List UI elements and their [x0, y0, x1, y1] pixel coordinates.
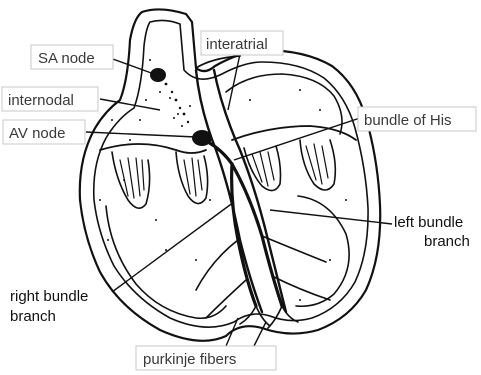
- mitral-valve-leaflet: [244, 146, 281, 191]
- label-av-node-text: AV node: [9, 125, 65, 142]
- label-left-bundle-branch: left bundle branch: [394, 214, 470, 250]
- label-sa-node-text: SA node: [38, 50, 95, 67]
- left-atrium-chamber: [226, 74, 342, 134]
- chordae-left-b: [184, 158, 202, 196]
- leader-interatrial: [228, 54, 240, 110]
- label-left-bundle-line1: left bundle: [394, 214, 463, 231]
- right-atrioventricular-wall: [100, 144, 206, 153]
- leader-sa-node: [110, 58, 154, 74]
- label-right-bundle-branch: right bundle branch: [10, 288, 88, 325]
- label-sa-node: SA node: [31, 45, 113, 69]
- left-atrioventricular-wall: [232, 126, 356, 140]
- label-interatrial: interatrial: [201, 31, 283, 55]
- label-right-bundle-line2: branch: [10, 308, 56, 325]
- sa-node: [150, 68, 166, 82]
- leader-bundle-of-his: [234, 118, 360, 160]
- label-right-bundle-line1: right bundle: [10, 288, 88, 305]
- label-av-node: AV node: [3, 120, 85, 144]
- internodal-pathway-dots: [99, 59, 347, 301]
- chordae-right-a: [252, 152, 274, 186]
- label-interatrial-text: interatrial: [206, 36, 268, 53]
- leader-av-node: [86, 132, 196, 137]
- label-purkinje-fibers: purkinje fibers: [136, 346, 276, 370]
- label-internodal-text: internodal: [8, 92, 74, 109]
- label-internodal: internodal: [2, 87, 98, 111]
- right-ventricle-chamber: [106, 206, 226, 318]
- label-bundle-of-his-text: bundle of His: [364, 112, 452, 129]
- label-purkinje-fibers-text: purkinje fibers: [143, 351, 236, 368]
- leader-right-bundle-branch: [112, 202, 234, 292]
- chordae-right-b: [306, 144, 328, 184]
- label-bundle-of-his: bundle of His: [358, 107, 476, 131]
- label-left-bundle-line2: branch: [424, 233, 470, 250]
